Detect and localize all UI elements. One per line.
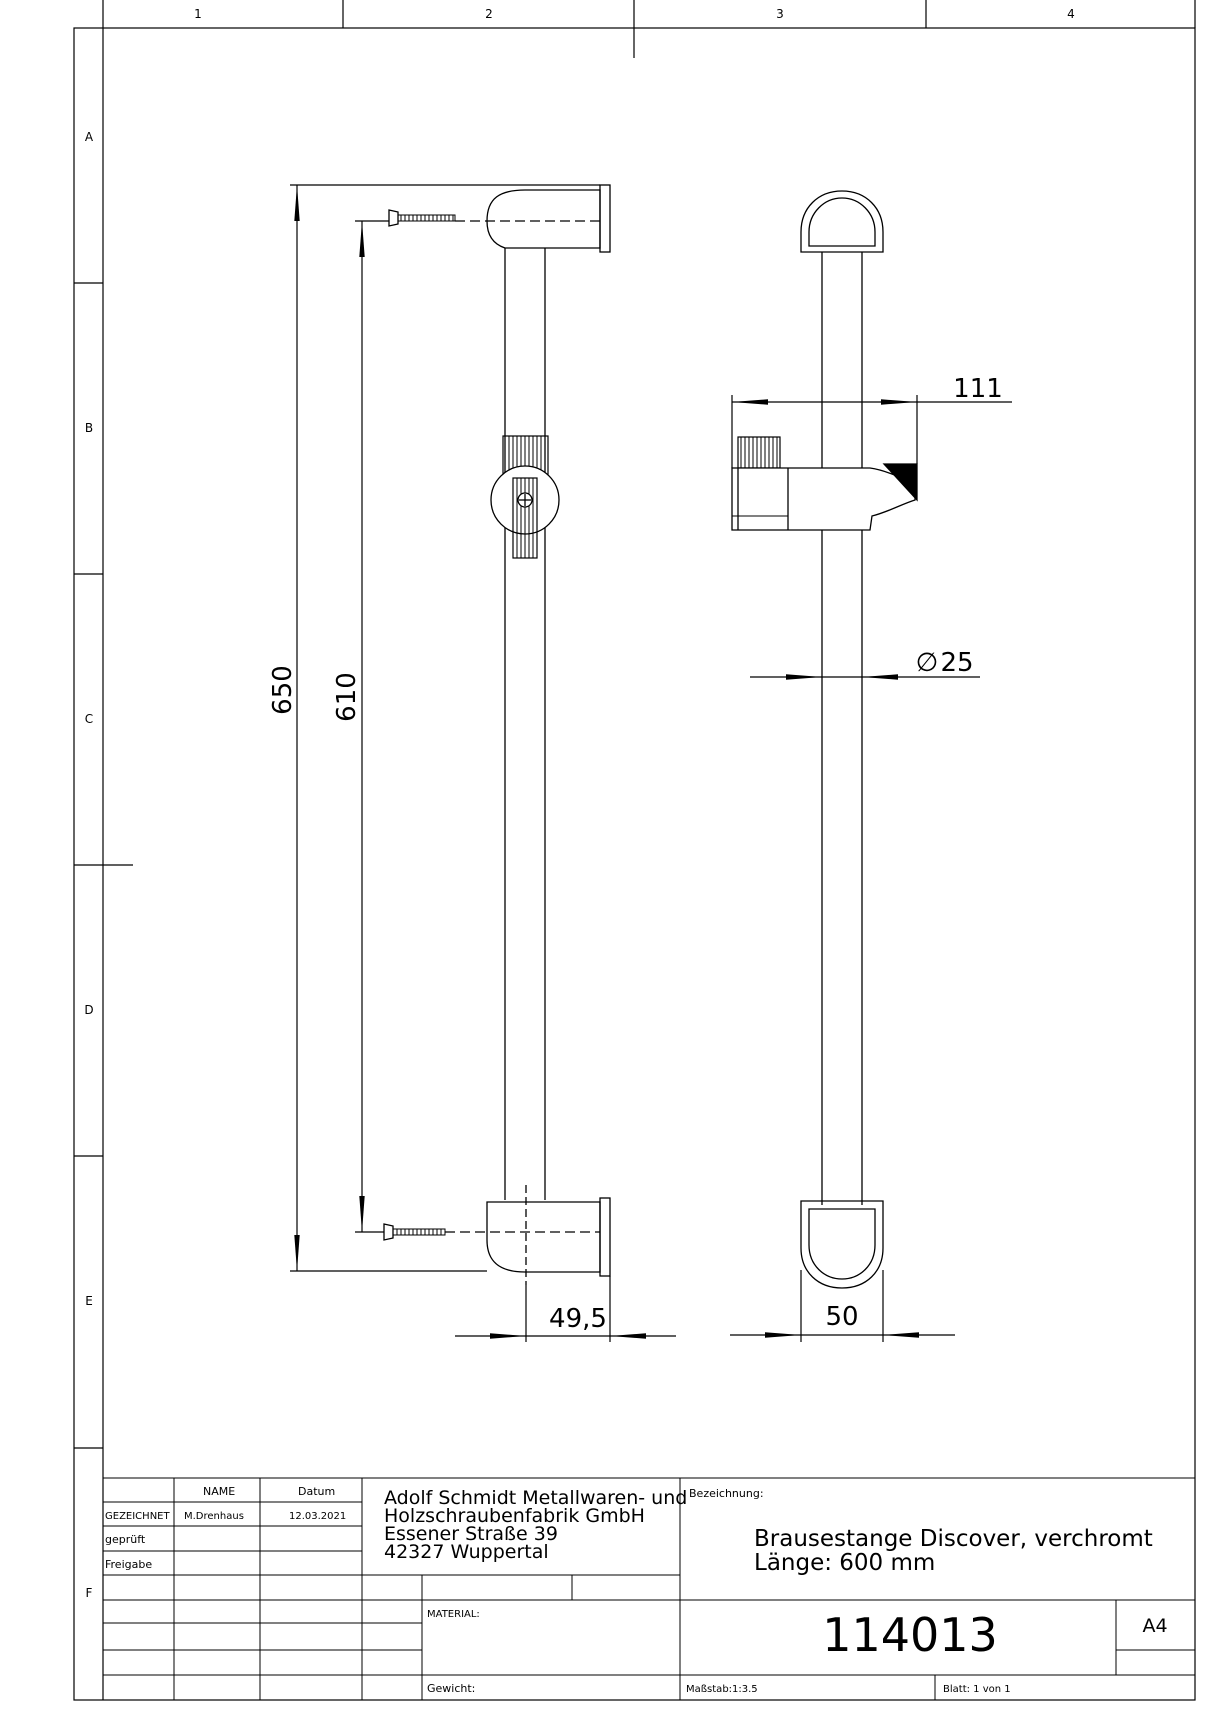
scale-value: Maßstab:1:3.5 <box>686 1684 758 1695</box>
paper-format: A4 <box>1142 1615 1167 1637</box>
dim-overall-height-value: 650 <box>268 665 298 715</box>
drawn-date: 12.03.2021 <box>289 1511 346 1522</box>
side-slider <box>490 435 560 559</box>
zone-col-4: 4 <box>1067 7 1075 21</box>
drawing-number: 114013 <box>822 1608 998 1662</box>
dim-slider-projection <box>731 395 1012 468</box>
front-slider <box>731 436 918 531</box>
zone-column-labels: 1 2 3 4 <box>194 7 1075 21</box>
zone-row-labels: A B C D E F <box>84 130 94 1600</box>
drawn-label: GEZEICHNET <box>105 1511 170 1522</box>
zone-col-3: 3 <box>776 7 784 21</box>
release-label: Freigabe <box>105 1558 152 1571</box>
dim-slider-projection-value: 111 <box>953 374 1003 404</box>
title-block-lines <box>103 1477 1195 1700</box>
company-address-street: Essener Straße 39 <box>384 1523 558 1545</box>
dim-bracket-width <box>730 1270 955 1342</box>
zone-row-d: D <box>84 1003 93 1017</box>
dim-tube-diameter-symbol: ∅ <box>916 648 939 678</box>
company-line-1: Adolf Schmidt Metallwaren- und <box>384 1487 687 1509</box>
zone-row-a: A <box>85 130 94 144</box>
bottom-screw <box>383 1223 446 1241</box>
side-view <box>383 184 611 1285</box>
material-label: MATERIAL: <box>427 1609 480 1620</box>
designation-title: Brausestange Discover, verchromt <box>754 1526 1153 1552</box>
title-block-text: NAME Datum GEZEICHNET M.Drenhaus 12.03.2… <box>105 1485 1168 1695</box>
front-view <box>731 190 918 1289</box>
sheet-frame <box>73 0 1196 1701</box>
zone-row-c: C <box>85 712 93 726</box>
col-name-header: NAME <box>203 1485 235 1498</box>
company-line-2: Holzschraubenfabrik GmbH <box>384 1505 645 1527</box>
dim-bracket-depth-value: 49,5 <box>549 1304 607 1334</box>
designation-length: Länge: 600 mm <box>754 1550 935 1576</box>
dim-bracket-depth <box>455 1276 676 1342</box>
checked-label: geprüft <box>105 1533 146 1546</box>
zone-row-e: E <box>85 1294 93 1308</box>
company-address-city: 42327 Wuppertal <box>384 1541 549 1563</box>
dim-tube-diameter-value: 25 <box>940 648 973 678</box>
designation-label: Bezeichnung: <box>689 1487 764 1500</box>
dim-mount-distance <box>355 220 389 1233</box>
zone-row-b: B <box>85 421 93 435</box>
drawn-name: M.Drenhaus <box>184 1511 244 1522</box>
top-screw <box>388 209 456 227</box>
dim-bracket-width-value: 50 <box>825 1302 858 1332</box>
zone-col-1: 1 <box>194 7 202 21</box>
col-date-header: Datum <box>298 1485 335 1498</box>
dim-overall-height <box>290 184 600 1272</box>
sheet-count: Blatt: 1 von 1 <box>943 1684 1011 1695</box>
zone-row-f: F <box>86 1586 93 1600</box>
dim-mount-distance-value: 610 <box>332 672 362 722</box>
zone-col-2: 2 <box>485 7 493 21</box>
weight-label: Gewicht: <box>427 1682 475 1695</box>
